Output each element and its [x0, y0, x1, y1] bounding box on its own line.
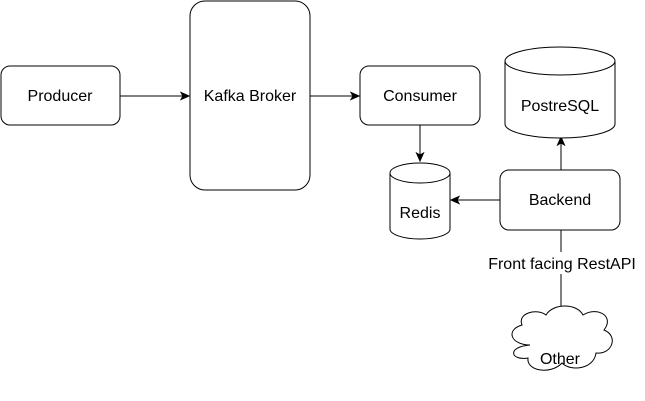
- consumer-label: Consumer: [383, 88, 457, 105]
- consumer-box: [359, 65, 481, 126]
- node-postgres: PostreSQL: [504, 46, 616, 139]
- redis-cylinder-body: [389, 173, 451, 240]
- postgres-label: PostreSQL: [521, 98, 599, 115]
- node-consumer: Consumer: [359, 65, 481, 126]
- edge-label-group: Front facing RestAPI: [477, 252, 645, 274]
- postgres-cylinder-top: [504, 46, 616, 76]
- other-label: Other: [540, 351, 581, 368]
- node-backend: Backend: [499, 169, 621, 231]
- other-cloud-shape: [511, 305, 613, 371]
- kafka-broker-box: [189, 0, 311, 191]
- backend-box: [499, 169, 621, 231]
- producer-box: [0, 65, 121, 126]
- node-other: Other: [511, 305, 613, 371]
- edges: [120, 96, 561, 322]
- redis-cylinder-top: [389, 162, 451, 184]
- edge-label-rest-api: Front facing RestAPI: [488, 256, 636, 273]
- node-producer: Producer: [0, 65, 121, 126]
- redis-label: Redis: [400, 205, 441, 222]
- producer-label: Producer: [28, 88, 94, 105]
- node-kafka-broker: Kafka Broker: [189, 0, 311, 191]
- postgres-cylinder-body: [504, 61, 616, 139]
- edge-label-background: [477, 252, 645, 274]
- node-redis: Redis: [389, 162, 451, 240]
- kafka-broker-label: Kafka Broker: [204, 88, 297, 105]
- backend-label: Backend: [529, 192, 591, 209]
